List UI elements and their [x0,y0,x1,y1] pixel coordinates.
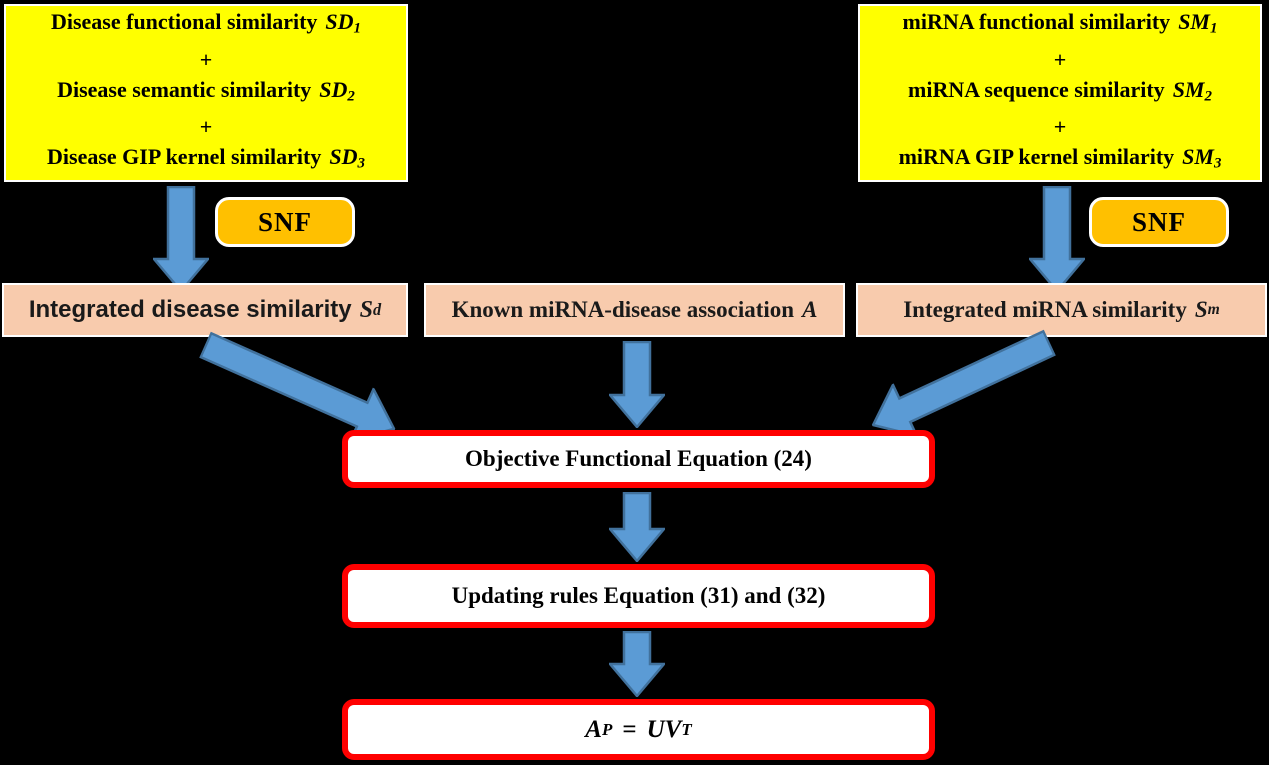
updating-rules-box: Updating rules Equation (31) and (32) [342,564,935,628]
snf-left-box: SNF [215,197,355,247]
plus-sign: + [1053,46,1067,72]
arrow-down-icon [1029,186,1085,292]
arrow-diagonal-left-icon [860,316,1062,451]
plus-sign: + [1053,114,1067,140]
objective-function-box: Objective Functional Equation (24) [342,430,935,488]
arrow-down-icon [609,341,665,428]
snf-label: SNF [257,206,312,237]
snf-label: SNF [1131,206,1186,237]
arrow-down-icon [153,186,209,292]
arrow-down-icon [609,631,665,697]
plus-sign: + [199,46,213,72]
arrow-down-icon [609,492,665,562]
snf-right-box: SNF [1089,197,1229,247]
plus-sign: + [199,114,213,140]
